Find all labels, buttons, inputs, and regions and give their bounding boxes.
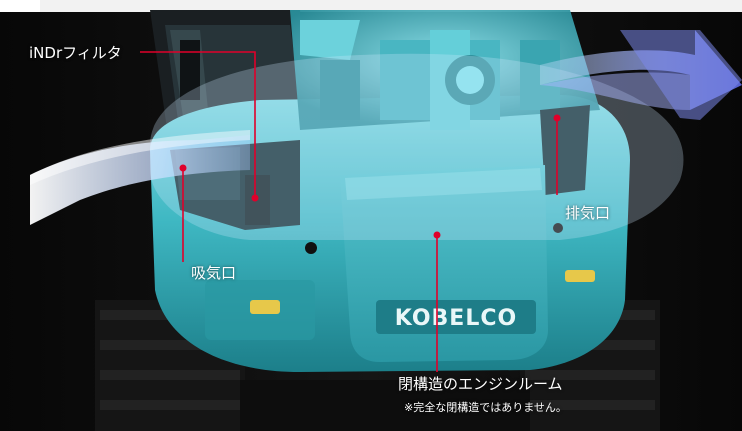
label-engine-room: 閉構造のエンジンルーム [398, 375, 563, 393]
label-note: ※完全な閉構造ではありません。 [404, 401, 567, 414]
pointer-dot-exhaust [553, 114, 561, 122]
label-indr-filter: iNDrフィルタ [29, 44, 122, 62]
pointer-dot-indr-filter [251, 194, 259, 202]
label-exhaust: 排気口 [565, 204, 611, 222]
pointer-indr-filter [140, 51, 256, 198]
airflow-dome [150, 53, 684, 241]
pointer-dot-engine-room [433, 231, 441, 239]
kobelco-logo: KOBELCO [376, 300, 536, 334]
svg-text:KOBELCO: KOBELCO [395, 306, 517, 331]
pointer-dot-intake [179, 164, 187, 172]
label-intake: 吸気口 [191, 264, 237, 282]
